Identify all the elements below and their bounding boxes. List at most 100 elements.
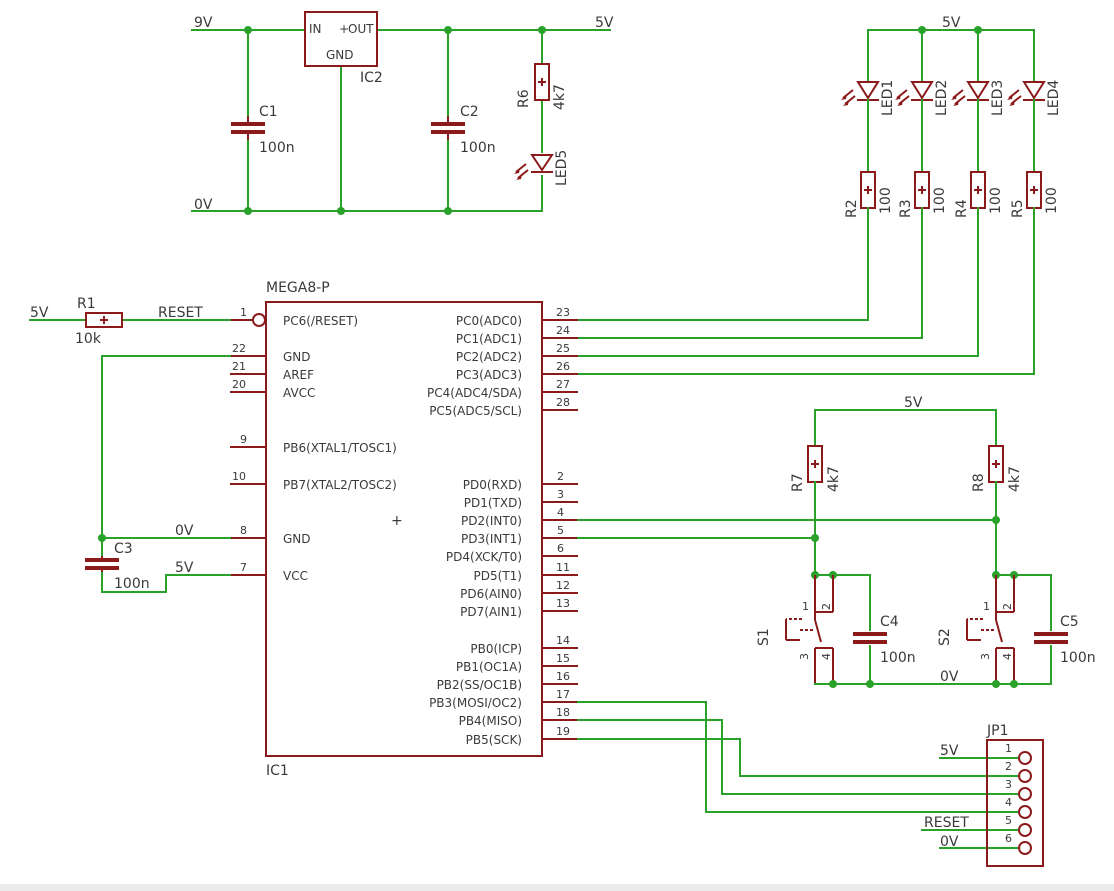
mcu-pin-num-12: 12	[556, 579, 570, 592]
mcu-pin-num-24: 24	[556, 324, 570, 337]
mcu-pin-num-13: 13	[556, 597, 570, 610]
mcu-pin-name-pd4: PD4(XCK/T0)	[446, 550, 522, 564]
mcu-pin-num-15: 15	[556, 652, 570, 665]
led2-ref: LED2	[934, 80, 950, 116]
s1-pin-2: 2	[820, 603, 833, 610]
s2-ref: S2	[937, 628, 953, 646]
mcu-pin-num-6: 6	[557, 542, 564, 555]
ic2-regulator: IN + OUT GND IC2	[304, 11, 383, 86]
c1-value: 100n	[259, 140, 295, 156]
r2-ref: R2	[844, 199, 860, 218]
jp1-pin-1: 1	[1005, 742, 1012, 755]
led4-ref: LED4	[1046, 80, 1062, 116]
jp1-0v-label: 0V	[940, 834, 959, 850]
c3-value: 100n	[114, 576, 150, 592]
mcu-pin-name-pb2: PB2(SS/OC1B)	[437, 678, 522, 692]
mcu-pin-num-2: 2	[557, 470, 564, 483]
mcu-origin-mark: +	[391, 513, 403, 529]
jp1-pin-3: 3	[1005, 778, 1012, 791]
jp1-pin-4: 4	[1005, 796, 1012, 809]
mcu-pin-name-pc1: PC1(ADC1)	[456, 332, 522, 346]
mcu-pin-name-pc2: PC2(ADC2)	[456, 350, 522, 364]
switch-s1: 1 2 3 4 S1	[756, 575, 834, 684]
mcu-left-pins: 1 22 21 20 9 10 8 7 PC6(/RESET) GND AREF…	[230, 306, 397, 583]
mcu-pin-name-pb6: PB6(XTAL1/TOSC1)	[283, 441, 397, 455]
isp-header-section: 5V RESET 0V JP1 1 2 3 4 5 6	[577, 701, 1044, 867]
mcu-pin-num-25: 25	[556, 342, 570, 355]
mcu-pin-name-pd1: PD1(TXD)	[464, 496, 522, 510]
mcu-pin-num-8: 8	[240, 524, 247, 537]
r1-5v-label: 5V	[30, 305, 49, 321]
r8-ref: R8	[971, 473, 987, 492]
r3-value: 100	[932, 187, 948, 214]
r3-ref: R3	[898, 199, 914, 218]
capacitor-c1: C1 100n	[231, 104, 295, 156]
jp1-pin-5: 5	[1005, 814, 1012, 827]
switch-s2: 1 2 3 4 S2	[937, 575, 1015, 684]
ic2-gnd-label: GND	[326, 48, 354, 62]
capacitor-c2: C2 100n	[431, 104, 496, 156]
c5-ref: C5	[1060, 614, 1079, 630]
led1-ref: LED1	[880, 80, 896, 116]
led-array-section: 5V LED1 R2 100	[577, 15, 1062, 375]
mcu-pin-name-pd5: PD5(T1)	[474, 569, 522, 583]
mcu-ic1: MEGA8-P IC1 + 1 22 21 20 9 10 8 7 PC6(/R…	[230, 280, 578, 779]
mcu-pin-num-7: 7	[240, 561, 247, 574]
mcu-pin-name-pb1: PB1(OC1A)	[456, 660, 522, 674]
mcu-pin-name-pc5: PC5(ADC5/SCL)	[429, 404, 522, 418]
r7-value: 4k7	[826, 466, 842, 492]
switch-section: 5V R7 4k7 R8 4k7	[577, 395, 1096, 688]
s1-pin-1: 1	[802, 600, 809, 613]
c3-ref: C3	[114, 541, 133, 557]
switch-5v-label: 5V	[904, 395, 923, 411]
mcu-part-name: MEGA8-P	[266, 280, 330, 296]
vcc-5v-label: 5V	[175, 560, 194, 576]
mcu-pin-name-gnd22: GND	[283, 350, 311, 364]
mcu-pin-num-16: 16	[556, 670, 570, 683]
mcu-pin-num-14: 14	[556, 634, 570, 647]
mcu-pin-name-gnd8: GND	[283, 532, 311, 546]
mcu-pin-name-pd6: PD6(AIN0)	[460, 587, 522, 601]
power-supply-section: 9V 0V 5V IN + OUT GND IC2 C1 100n C2	[191, 11, 614, 215]
r6-value: 4k7	[552, 84, 568, 110]
s2-pin-1: 1	[983, 600, 990, 613]
ic2-ref: IC2	[360, 70, 383, 86]
r5-value: 100	[1044, 187, 1060, 214]
resistor-r1: R1 10k	[75, 296, 123, 347]
led4-column: LED4 R5 100	[1007, 29, 1062, 375]
s1-ref: S1	[756, 628, 772, 646]
resistor-r7: R7 4k7	[790, 445, 842, 492]
led-5v-label: 5V	[942, 15, 961, 31]
r4-value: 100	[988, 187, 1004, 214]
s2-pin-3: 3	[979, 653, 992, 660]
mcu-pin-name-pc0: PC0(ADC0)	[456, 314, 522, 328]
mcu-pin-num-18: 18	[556, 706, 570, 719]
mcu-pin-num-4: 4	[557, 506, 564, 519]
led1-column: LED1 R2 100	[841, 29, 896, 321]
r2-value: 100	[878, 187, 894, 214]
decoupling-section: 0V 5V C3 100n	[85, 355, 231, 593]
led5-ref: LED5	[554, 150, 570, 186]
mcu-pin-num-22: 22	[232, 342, 246, 355]
reset-section: 5V RESET R1 10k	[29, 296, 231, 347]
mcu-pin-num-1: 1	[240, 306, 247, 319]
switch-0v-label: 0V	[940, 669, 959, 685]
ic2-plus-label: +	[339, 22, 349, 36]
led2-column: LED2 R3 100	[895, 29, 950, 339]
mcu-pin-name-pb4: PB4(MISO)	[459, 714, 522, 728]
mcu-right-pins: 23 24 25 26 27 28 2 3 4 5 6 11 12 13 14 …	[427, 306, 578, 747]
s2-pin-4: 4	[1001, 653, 1014, 660]
mcu-pin-num-11: 11	[556, 561, 570, 574]
s1-pin-3: 3	[798, 653, 811, 660]
capacitor-c5: C5 100n	[1034, 614, 1096, 666]
r5-ref: R5	[1010, 199, 1026, 218]
mcu-pin-name-aref: AREF	[283, 368, 314, 382]
r8-value: 4k7	[1007, 466, 1023, 492]
mcu-pin-num-20: 20	[232, 378, 246, 391]
mcu-pin-num-17: 17	[556, 688, 570, 701]
led3-ref: LED3	[990, 80, 1006, 116]
bottom-scrollbar-strip[interactable]	[0, 884, 1114, 891]
mcu-pin-name-avcc: AVCC	[283, 386, 315, 400]
c4-ref: C4	[880, 614, 899, 630]
mcu-pin-num-27: 27	[556, 378, 570, 391]
